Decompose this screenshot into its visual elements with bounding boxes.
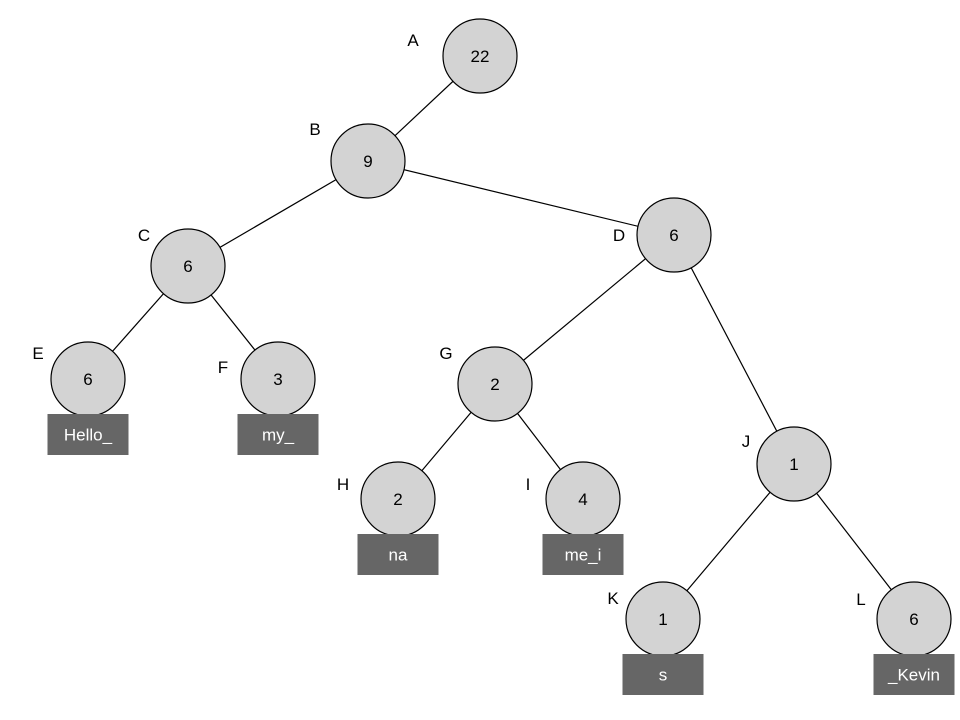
node-circle-d bbox=[636, 197, 712, 273]
leaf-label-box-k bbox=[622, 654, 704, 695]
node-letter-j: J bbox=[742, 432, 751, 451]
node-letter-b: B bbox=[309, 120, 320, 139]
leaf-label-box-e bbox=[47, 414, 129, 455]
node-letter-h: H bbox=[337, 475, 349, 494]
node-weight-l: 6 bbox=[909, 610, 918, 629]
node-circle-j bbox=[756, 426, 832, 502]
tree-node-c: 6C bbox=[138, 226, 226, 304]
edge-d-j bbox=[673, 234, 795, 465]
node-weight-g: 2 bbox=[490, 375, 499, 394]
leaf-label-h: na bbox=[389, 546, 408, 565]
node-weight-b: 9 bbox=[363, 152, 372, 171]
leaf-label-box-l bbox=[873, 654, 955, 695]
tree-node-b: 9B bbox=[309, 120, 406, 199]
node-letter-f: F bbox=[218, 358, 228, 377]
tree-node-i: 4 Ime_i bbox=[526, 461, 624, 575]
leaf-label-box-f bbox=[237, 414, 319, 455]
leaf-label-box-h bbox=[357, 534, 439, 575]
edge-b-d bbox=[367, 160, 675, 236]
node-weight-a: 22 bbox=[471, 47, 490, 66]
node-circle-b bbox=[330, 123, 406, 199]
leaf-label-i: me_i bbox=[565, 546, 602, 565]
tree-node-f: 3 Fmy_ bbox=[218, 341, 319, 455]
node-letter-g: G bbox=[439, 344, 452, 363]
node-letter-k: K bbox=[607, 589, 619, 608]
node-letter-a: A bbox=[407, 31, 419, 50]
tree-node-g: 2G bbox=[439, 344, 533, 422]
node-weight-k: 1 bbox=[658, 610, 667, 629]
tree-node-k: 1 Ks bbox=[607, 581, 704, 695]
node-letter-i: I bbox=[526, 475, 531, 494]
tree-node-j: 1J bbox=[742, 426, 832, 502]
tree-node-d: 6D bbox=[613, 197, 712, 273]
node-circle-a bbox=[442, 18, 518, 94]
leaf-label-l: _Kevin bbox=[887, 666, 940, 685]
tree-node-a: 22 A bbox=[407, 18, 518, 94]
node-circle-g bbox=[457, 346, 533, 422]
edge-layer bbox=[87, 55, 915, 620]
leaf-label-e: Hello_ bbox=[64, 426, 113, 445]
edge-d-g bbox=[494, 234, 675, 385]
node-weight-i: 4 bbox=[578, 490, 587, 509]
node-circle-c bbox=[150, 228, 226, 304]
leaf-label-box-i bbox=[542, 534, 624, 575]
node-weight-h: 2 bbox=[393, 490, 402, 509]
node-letter-c: C bbox=[138, 226, 150, 245]
node-weight-j: 1 bbox=[789, 455, 798, 474]
leaf-label-k: s bbox=[659, 666, 668, 685]
tree-node-e: 6 E Hello_ bbox=[32, 341, 129, 455]
node-letter-d: D bbox=[613, 226, 625, 245]
node-weight-f: 3 bbox=[273, 370, 282, 389]
node-weight-c: 6 bbox=[183, 257, 192, 276]
leaf-label-f: my_ bbox=[262, 426, 295, 445]
node-weight-d: 6 bbox=[669, 226, 678, 245]
node-weight-e: 6 bbox=[83, 370, 92, 389]
tree-node-h: 2 Hna bbox=[337, 461, 439, 575]
node-letter-e: E bbox=[32, 344, 43, 363]
tree-node-l: 6 L _Kevin bbox=[856, 581, 955, 695]
node-letter-l: L bbox=[856, 590, 865, 609]
